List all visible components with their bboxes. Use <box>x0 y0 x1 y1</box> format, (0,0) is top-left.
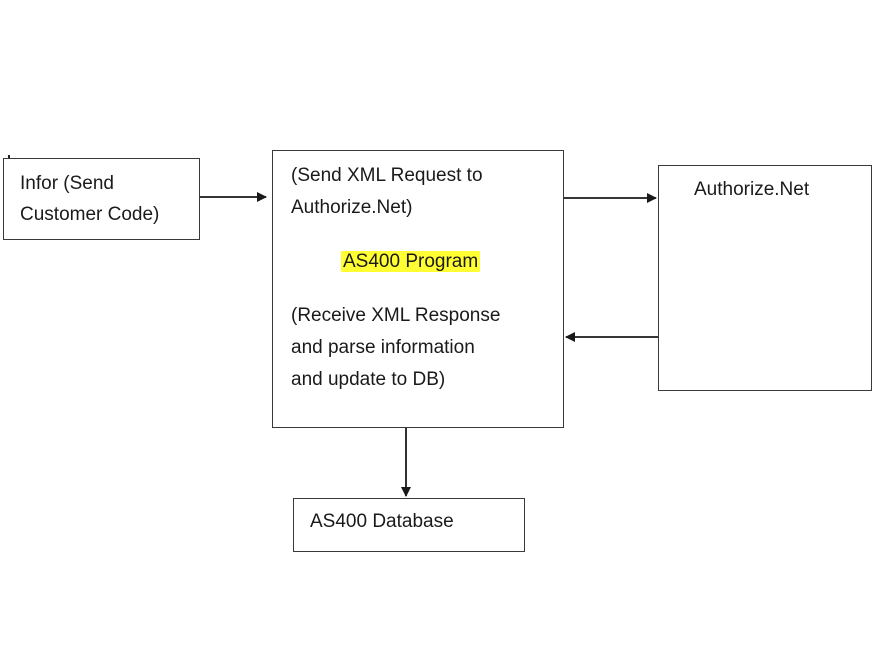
program-receive-line1: (Receive XML Response <box>291 305 501 326</box>
program-title-highlight: AS400 Program <box>341 251 481 272</box>
program-send-line1: (Send XML Request to <box>291 165 483 186</box>
program-send-line2: Authorize.Net) <box>291 197 413 218</box>
program-receive-line2: and parse information <box>291 337 475 358</box>
program-receive-line3: and update to DB) <box>291 369 446 390</box>
authorize-net-label: Authorize.Net <box>694 179 810 200</box>
infor-label-line2: Customer Code) <box>20 204 160 225</box>
as400-program-node: (Send XML Request to Authorize.Net) AS40… <box>272 150 564 428</box>
infor-node: Infor (Send Customer Code) <box>3 158 200 240</box>
authorize-net-node: Authorize.Net <box>658 165 872 391</box>
infor-label-line1: Infor (Send <box>20 173 114 194</box>
as400-database-node: AS400 Database <box>293 498 525 552</box>
as400-database-label: AS400 Database <box>310 511 454 532</box>
program-title: AS400 Program <box>341 248 481 275</box>
